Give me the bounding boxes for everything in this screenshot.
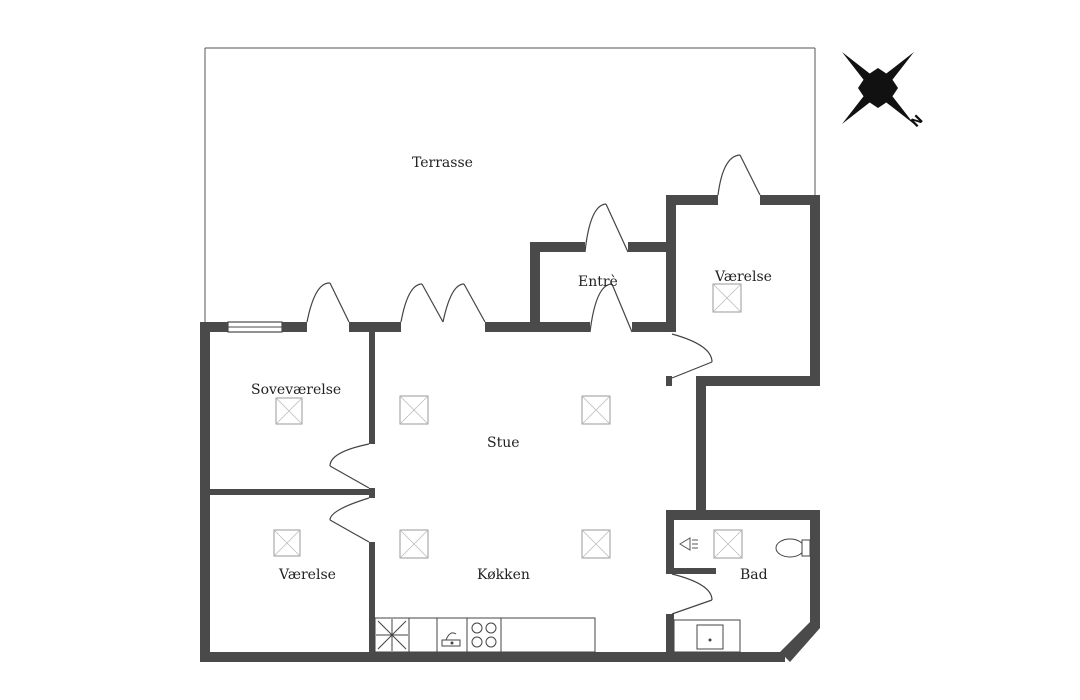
room-label-sovevaerelse: Soveværelse xyxy=(251,382,341,398)
fixture-icon xyxy=(713,529,743,559)
room-label-vaerelse-sw: Værelse xyxy=(278,567,336,583)
toilet-icon xyxy=(775,538,811,558)
ceiling-fixtures xyxy=(273,283,743,559)
fixture-icon xyxy=(581,395,611,425)
bathroom-fixtures xyxy=(673,537,811,653)
fan-icon xyxy=(374,617,410,653)
room-labels: Terrasse Entrè Værelse Soveværelse Stue … xyxy=(251,155,772,583)
fixture-icon xyxy=(399,395,429,425)
fixture-icon xyxy=(273,529,301,557)
doors xyxy=(306,154,761,615)
kitchen-counter xyxy=(374,617,596,653)
fixture-icon xyxy=(399,529,429,559)
room-label-stue: Stue xyxy=(487,435,520,451)
compass-rose-icon: N xyxy=(842,52,927,131)
walls xyxy=(200,195,820,662)
room-label-vaerelse-ne: Værelse xyxy=(714,269,772,285)
room-label-kokken: Køkken xyxy=(477,567,530,583)
shower-icon xyxy=(679,537,698,551)
terrace-outline xyxy=(204,47,816,322)
stove-icon xyxy=(466,617,502,653)
room-label-terrasse: Terrasse xyxy=(412,155,473,171)
fixture-icon xyxy=(581,529,611,559)
sink-icon xyxy=(673,619,741,653)
room-label-entre: Entrè xyxy=(578,274,618,290)
fixture-icon xyxy=(712,283,742,313)
faucet-icon xyxy=(441,632,461,647)
compass-north-letter: N xyxy=(908,113,926,131)
fixture-icon xyxy=(275,397,303,425)
room-label-bad: Bad xyxy=(740,567,768,583)
